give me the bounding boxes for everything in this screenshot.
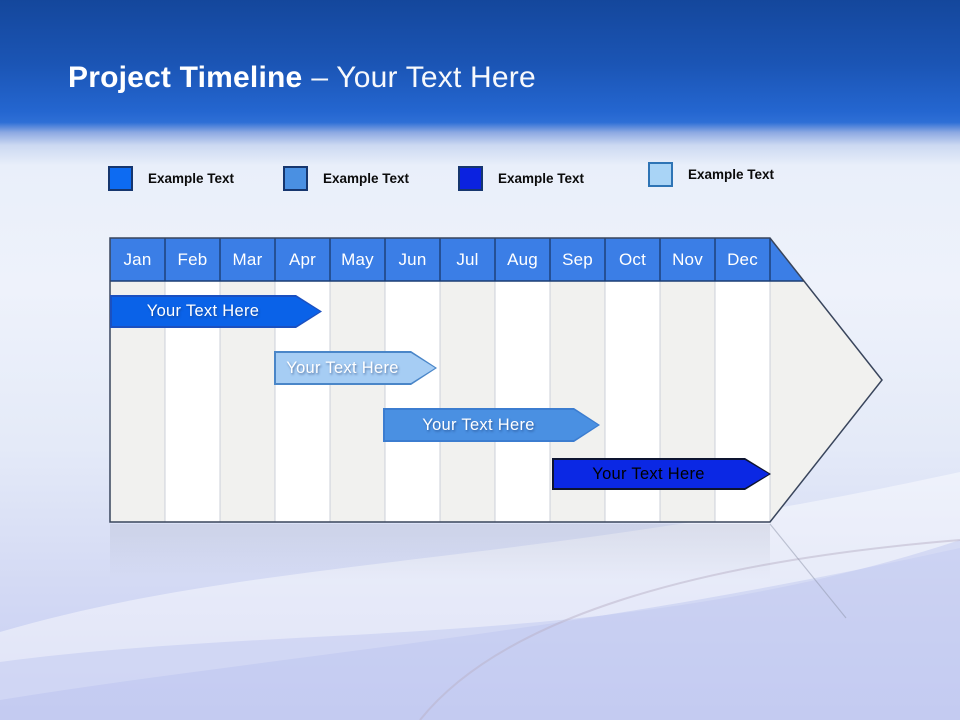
legend-swatch-1: [108, 166, 133, 191]
title-bold-text: Project Timeline: [68, 61, 303, 94]
month-nov[interactable]: Nov: [672, 250, 703, 269]
task-bar-3-fill: Your Text Here: [385, 410, 598, 440]
month-apr[interactable]: Apr: [288, 250, 317, 269]
task-bar-4-fill: Your Text Here: [554, 460, 769, 488]
task-bar-1[interactable]: Your Text Here: [110, 295, 322, 328]
month-dec[interactable]: Dec: [727, 250, 758, 269]
legend: Example Text Example Text Example Text E…: [108, 162, 828, 196]
task-bar-1-label: Your Text Here: [146, 302, 260, 320]
task-bar-2-label: Your Text Here: [286, 358, 399, 377]
legend-label-4: Example Text: [688, 167, 775, 182]
task-bar-4-label: Your Text Here: [592, 464, 705, 483]
task-bar-4[interactable]: Your Text Here: [552, 458, 771, 490]
legend-label-3: Example Text: [498, 171, 585, 186]
task-bar-2[interactable]: Your Text Here: [274, 351, 437, 385]
legend-item-2[interactable]: Example Text: [283, 166, 409, 191]
legend-swatch-4: [648, 162, 673, 187]
slide-title[interactable]: Project Timeline– Your Text Here: [68, 61, 536, 95]
legend-label-2: Example Text: [323, 171, 410, 186]
legend-item-3[interactable]: Example Text: [458, 166, 584, 191]
month-header-band: [110, 238, 882, 281]
month-jun[interactable]: Jun: [398, 250, 427, 269]
task-bar-3-label: Your Text Here: [422, 415, 535, 434]
arrow-outline: [109, 237, 883, 523]
timeline-arrow-shape: [109, 237, 883, 523]
month-mar[interactable]: Mar: [232, 250, 263, 269]
task-bar-3[interactable]: Your Text Here: [383, 408, 600, 442]
header-cell-separators: [110, 238, 808, 282]
month-oct[interactable]: Oct: [618, 250, 647, 269]
legend-item-4[interactable]: Example Text: [648, 162, 774, 187]
legend-item-1[interactable]: Example Text: [108, 166, 234, 191]
legend-label-1: Example Text: [148, 171, 235, 186]
month-jul[interactable]: Jul: [456, 250, 479, 269]
month-header-row: Jan Feb Mar Apr May Jun Jul Aug Sep Oct …: [110, 239, 770, 281]
task-bar-1-fill: Your Text Here: [112, 297, 320, 326]
title-light-text: – Your Text Here: [311, 61, 536, 94]
month-may[interactable]: May: [341, 250, 374, 269]
legend-swatch-2: [283, 166, 308, 191]
month-sep[interactable]: Sep: [562, 250, 593, 269]
month-jan[interactable]: Jan: [123, 250, 152, 269]
month-feb[interactable]: Feb: [177, 250, 208, 269]
month-aug[interactable]: Aug: [507, 250, 538, 269]
legend-swatch-3: [458, 166, 483, 191]
task-bar-2-fill: Your Text Here: [276, 353, 435, 383]
